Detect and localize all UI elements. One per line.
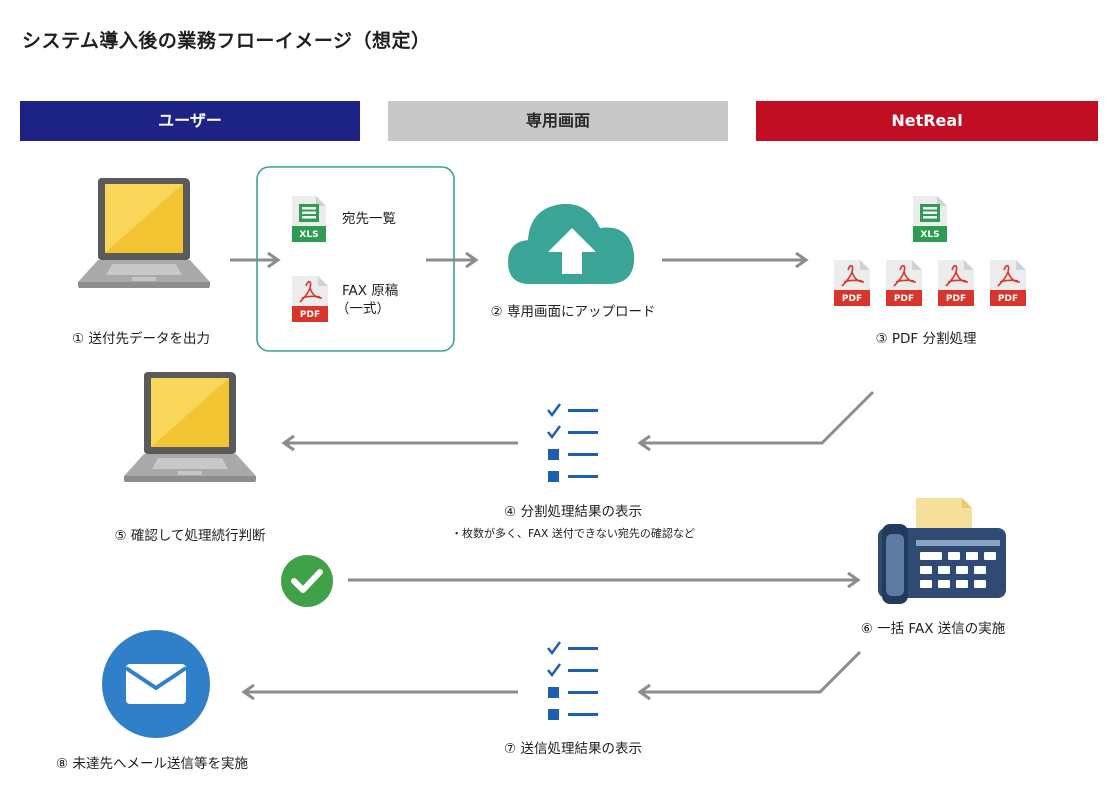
cloud-upload-icon — [508, 203, 635, 284]
checklist-icon — [546, 402, 600, 484]
xls-tag: XLS — [920, 230, 940, 240]
step-2-caption: ② 専用画面にアップロード — [490, 304, 656, 320]
checklist-icon — [546, 640, 600, 722]
step-4-caption: ④ 分割処理結果の表示 — [504, 504, 642, 520]
laptop-icon — [78, 178, 210, 288]
fax-machine-icon — [878, 498, 1006, 604]
lane-header-netreal: NetReal — [756, 101, 1098, 141]
step-8-caption: ⑧ 未達先へメール送信等を実施 — [56, 756, 248, 772]
pdf-tag: PDF — [997, 294, 1019, 304]
pdf-tag: PDF — [841, 294, 863, 304]
step-5-caption: ⑤ 確認して処理続行判断 — [114, 528, 266, 544]
pdf-tag: PDF — [299, 310, 321, 320]
xls-tag: XLS — [299, 230, 319, 240]
arrow-right — [426, 251, 479, 269]
files-box — [256, 166, 455, 352]
arrow-right — [230, 251, 281, 269]
arrow-left — [637, 650, 862, 701]
arrow-left — [241, 683, 518, 701]
pdf-tag: PDF — [945, 294, 967, 304]
fax-draft-label: FAX 原稿 — [342, 283, 399, 299]
pdf-tag: PDF — [893, 294, 915, 304]
step-6-caption: ⑥ 一括 FAX 送信の実施 — [860, 621, 1006, 637]
step-7-caption: ⑦ 送信処理結果の表示 — [504, 741, 642, 757]
step-3-caption: ③ PDF 分割処理 — [875, 331, 977, 347]
step-1-caption: ① 送付先データを出力 — [72, 331, 210, 347]
arrow-right — [662, 251, 809, 269]
check-circle-icon — [281, 555, 333, 607]
step-4-note: ・枚数が多く、FAX 送付できない宛先の確認など — [451, 527, 695, 540]
mail-icon — [102, 630, 210, 738]
page-title: システム導入後の業務フローイメージ（想定） — [22, 30, 431, 52]
arrow-right — [348, 571, 861, 589]
lane-header-screen: 専用画面 — [388, 101, 728, 141]
lane-header-user: ユーザー — [20, 101, 360, 141]
laptop-icon — [124, 372, 256, 482]
fax-draft-sublabel: （一式） — [336, 301, 390, 317]
arrow-left — [637, 390, 875, 452]
arrow-left — [281, 434, 518, 452]
recipient-list-label: 宛先一覧 — [342, 211, 396, 227]
